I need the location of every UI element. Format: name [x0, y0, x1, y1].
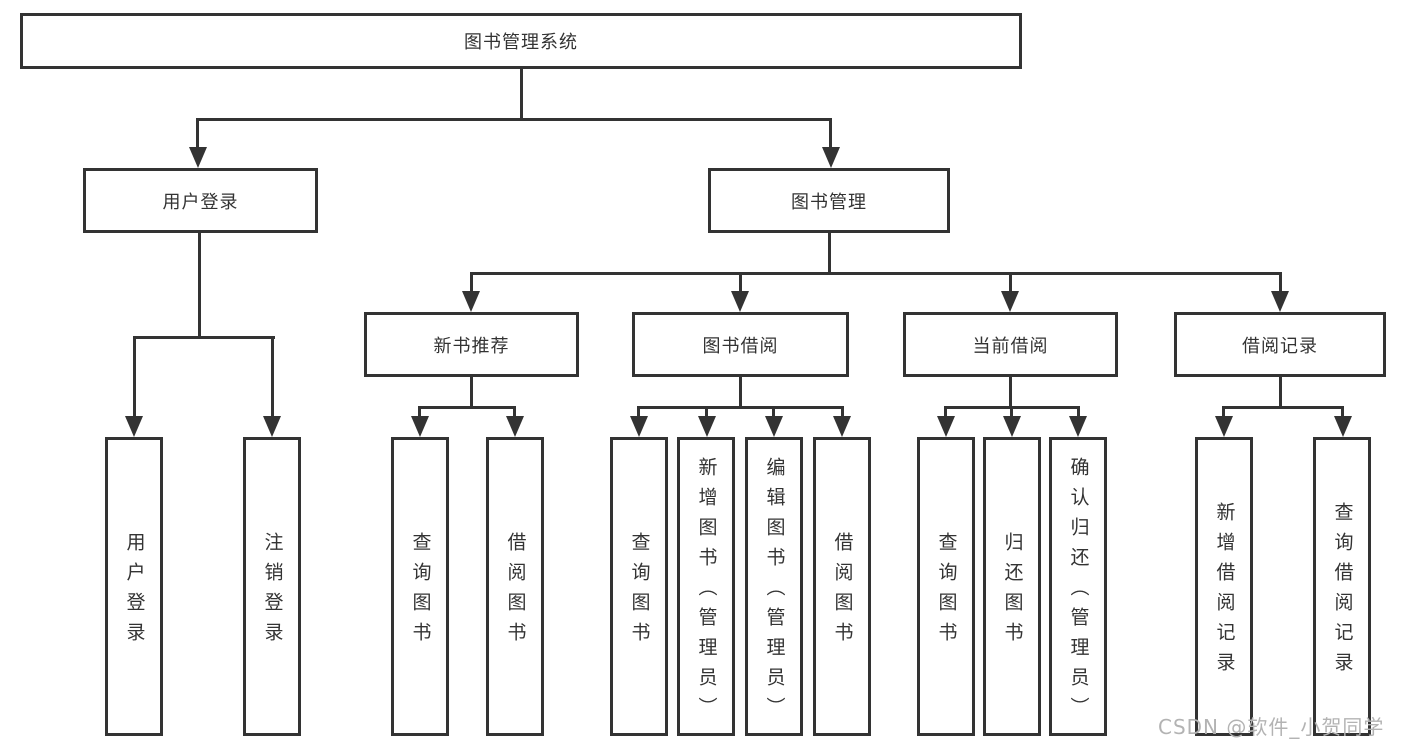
connector-line: [470, 272, 1282, 275]
connector-line: [1279, 272, 1282, 292]
leaf-query-books-borrow: 查询图书: [610, 437, 668, 736]
connector-line: [1009, 377, 1012, 406]
leaf-borrow-books-recommend: 借阅图书: [486, 437, 544, 736]
node-book-borrow: 图书借阅: [632, 312, 849, 377]
connector-line: [133, 336, 136, 417]
connector-line: [1077, 406, 1080, 417]
connector-line: [520, 69, 523, 118]
leaf-borrow-books: 借阅图书: [813, 437, 871, 736]
arrow-down-icon: [1003, 416, 1021, 437]
leaf-edit-books-admin: 编辑图书（管理员）: [745, 437, 803, 736]
node-book-management: 图书管理: [708, 168, 950, 233]
node-current-borrow: 当前借阅: [903, 312, 1118, 377]
node-root: 图书管理系统: [20, 13, 1022, 69]
arrow-down-icon: [822, 147, 840, 168]
connector-line: [1341, 406, 1344, 417]
connector-line: [841, 406, 844, 417]
leaf-confirm-return-admin: 确认归还（管理员）: [1049, 437, 1107, 736]
connector-line: [198, 233, 201, 336]
connector-line: [418, 406, 516, 409]
leaf-query-books-recommend: 查询图书: [391, 437, 449, 736]
arrow-down-icon: [189, 147, 207, 168]
arrow-down-icon: [1001, 291, 1019, 312]
csdn-watermark: CSDN @软件_小贺同学: [1158, 715, 1385, 739]
leaf-query-borrow-record: 查询借阅记录: [1313, 437, 1371, 736]
connector-line: [739, 272, 742, 292]
arrow-down-icon: [1069, 416, 1087, 437]
arrow-down-icon: [833, 416, 851, 437]
arrow-down-icon: [731, 291, 749, 312]
connector-line: [944, 406, 947, 417]
arrow-down-icon: [1215, 416, 1233, 437]
arrow-down-icon: [462, 291, 480, 312]
connector-line: [1009, 272, 1012, 292]
connector-line: [196, 118, 199, 148]
arrow-down-icon: [125, 416, 143, 437]
node-borrow-records: 借阅记录: [1174, 312, 1386, 377]
connector-line: [637, 406, 844, 409]
arrow-down-icon: [698, 416, 716, 437]
leaf-user-login: 用户登录: [105, 437, 163, 736]
arrow-down-icon: [630, 416, 648, 437]
leaf-return-books: 归还图书: [983, 437, 1041, 736]
connector-line: [418, 406, 421, 417]
arrow-down-icon: [1271, 291, 1289, 312]
arrow-down-icon: [1334, 416, 1352, 437]
connector-line: [772, 406, 775, 417]
connector-line: [513, 406, 516, 417]
arrow-down-icon: [765, 416, 783, 437]
connector-line: [739, 377, 742, 406]
node-new-book-recommend: 新书推荐: [364, 312, 579, 377]
leaf-logout: 注销登录: [243, 437, 301, 736]
connector-line: [470, 377, 473, 406]
connector-line: [637, 406, 640, 417]
connector-line: [470, 272, 473, 292]
connector-line: [271, 336, 274, 417]
arrow-down-icon: [411, 416, 429, 437]
connector-line: [705, 406, 708, 417]
connector-line: [196, 118, 832, 121]
arrow-down-icon: [506, 416, 524, 437]
connector-line: [1222, 406, 1225, 417]
connector-line: [1279, 377, 1282, 406]
connector-line: [829, 118, 832, 148]
connector-line: [133, 336, 275, 339]
leaf-add-books-admin: 新增图书（管理员）: [677, 437, 735, 736]
arrow-down-icon: [263, 416, 281, 437]
leaf-query-books-current: 查询图书: [917, 437, 975, 736]
arrow-down-icon: [937, 416, 955, 437]
connector-line: [1222, 406, 1344, 409]
leaf-add-borrow-record: 新增借阅记录: [1195, 437, 1253, 736]
connector-line: [828, 233, 831, 272]
node-user-login: 用户登录: [83, 168, 318, 233]
connector-line: [1010, 406, 1013, 417]
